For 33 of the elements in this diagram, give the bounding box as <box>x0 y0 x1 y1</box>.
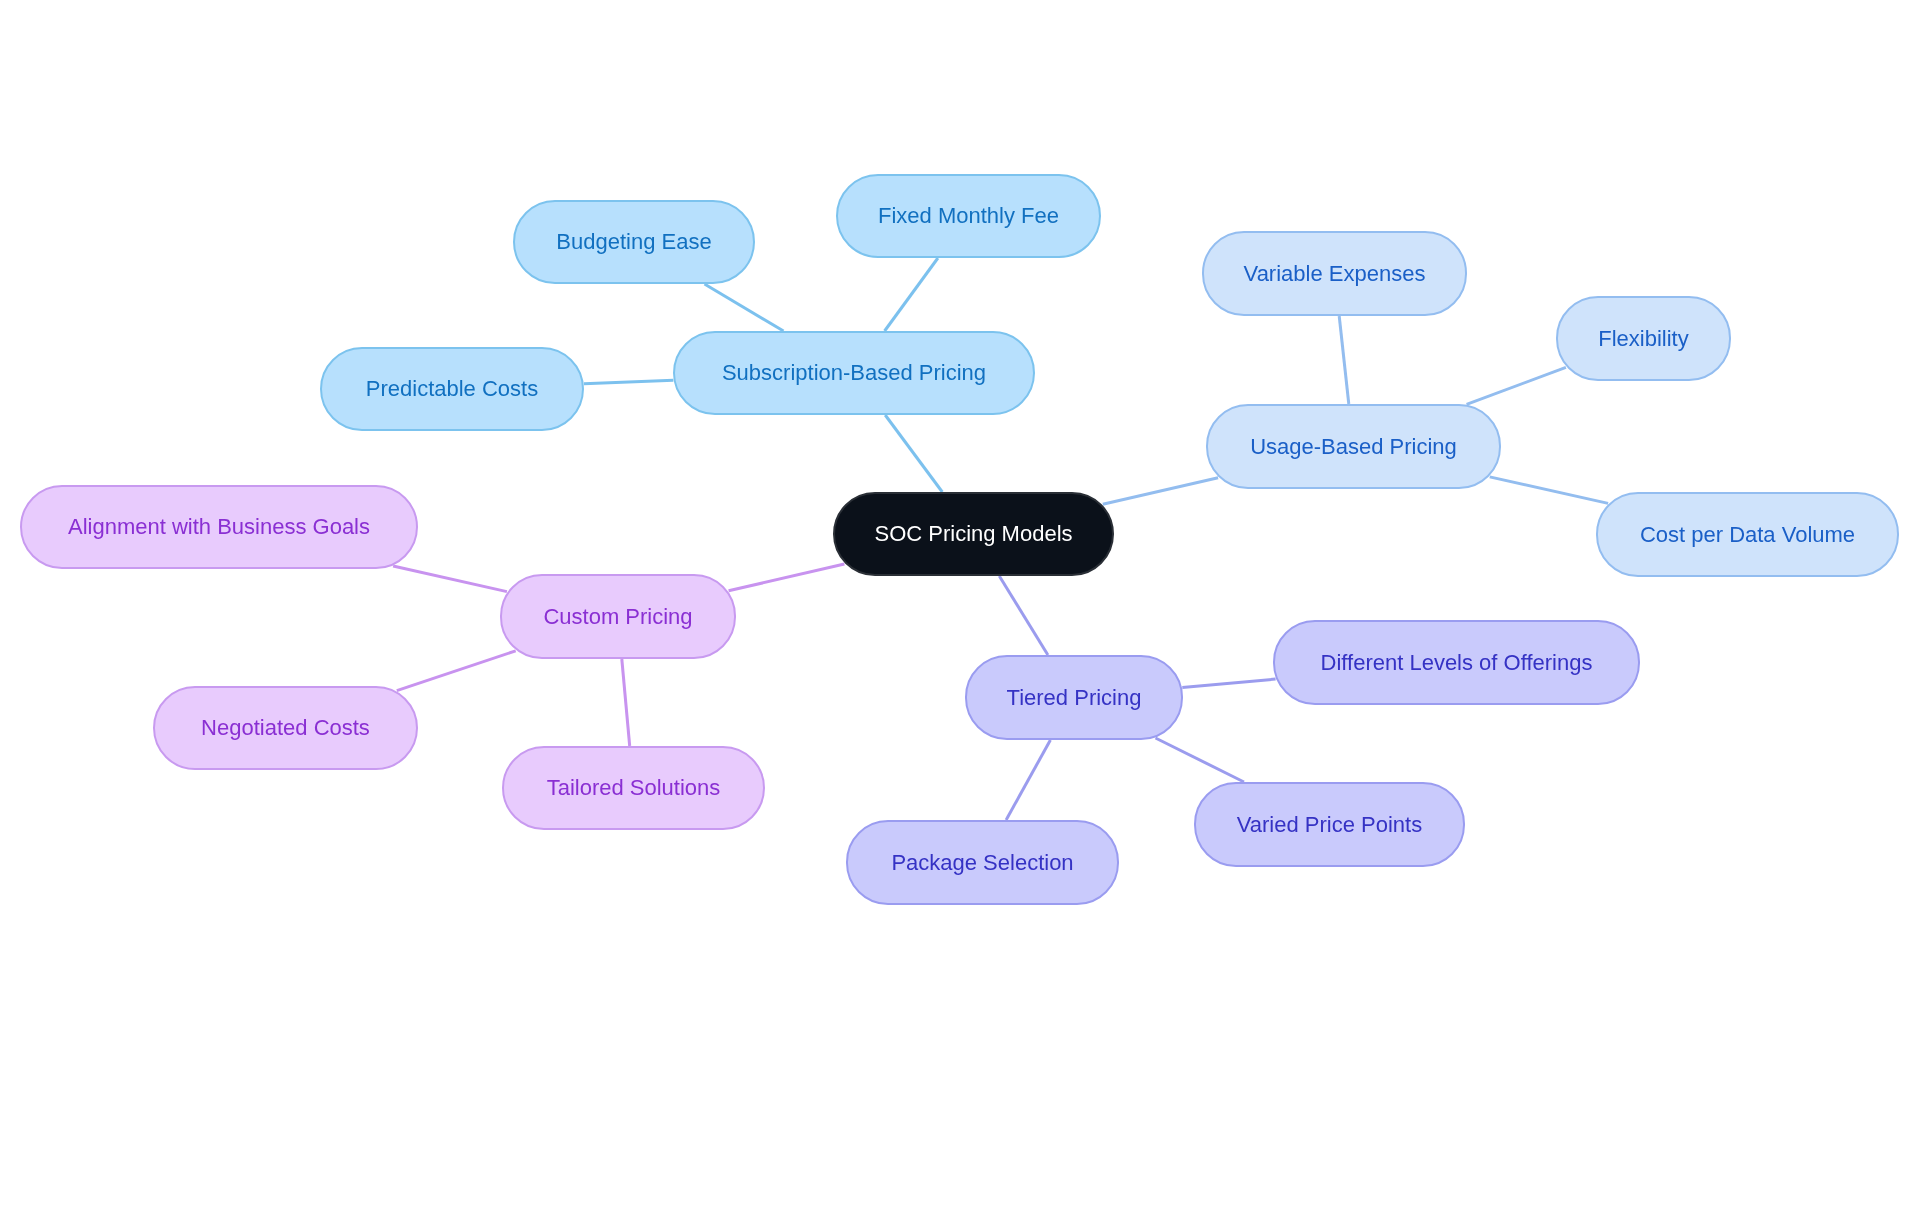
connector-line <box>1182 677 1276 690</box>
connector-line <box>884 414 944 493</box>
topic-pill: Tiered Pricing <box>965 655 1183 740</box>
connector-line <box>392 564 508 594</box>
connector-line <box>1102 476 1219 506</box>
topic-pill: Budgeting Ease <box>513 200 755 284</box>
topic-pill: Package Selection <box>846 820 1119 905</box>
topic-pill: Alignment with Business Goals <box>20 485 418 569</box>
connector-line <box>883 257 940 332</box>
topic-pill: Negotiated Costs <box>153 686 418 770</box>
topic-pill: Usage-Based Pricing <box>1206 404 1501 489</box>
topic-pill: Tailored Solutions <box>502 746 765 830</box>
topic-pill: Cost per Data Volume <box>1596 492 1899 577</box>
connector-line <box>703 282 785 333</box>
connector-line <box>1466 366 1567 406</box>
topic-pill: Fixed Monthly Fee <box>836 174 1101 258</box>
connector-line <box>1154 736 1245 784</box>
topic-pill: Subscription-Based Pricing <box>673 331 1035 415</box>
topic-pill: Flexibility <box>1556 296 1731 381</box>
connector-line <box>728 562 845 593</box>
topic-pill: Varied Price Points <box>1194 782 1465 867</box>
topic-pill: Different Levels of Offerings <box>1273 620 1640 705</box>
connector-line <box>1489 475 1609 505</box>
topic-pill: Variable Expenses <box>1202 231 1467 316</box>
connector-line <box>1004 739 1052 821</box>
central-topic-pill: SOC Pricing Models <box>833 492 1114 576</box>
connector-line <box>998 575 1050 656</box>
topic-pill: Predictable Costs <box>320 347 584 431</box>
connector-line <box>620 658 632 747</box>
connector-line <box>1337 315 1351 405</box>
connector-line <box>583 378 674 386</box>
connector-line <box>396 649 517 693</box>
topic-pill: Custom Pricing <box>500 574 736 659</box>
